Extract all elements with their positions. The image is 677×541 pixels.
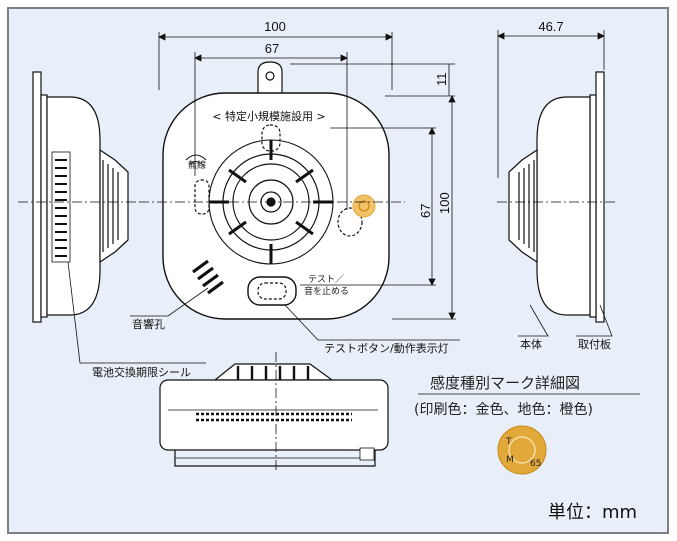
- front-view: [162, 61, 390, 320]
- right-side-view: [497, 71, 615, 323]
- mount-plate-label: 取付板: [578, 337, 611, 351]
- bottom-view: [159, 352, 389, 470]
- sound-hole-label: 音響孔: [132, 317, 165, 331]
- battery-seal-label: 電池交換期限シール: [92, 365, 191, 379]
- front-sensitivity-mark: [352, 194, 376, 218]
- wireless-label: 無線: [188, 159, 206, 171]
- dim-front-width: 100: [264, 19, 286, 34]
- mark-detail-title: 感度種別マーク詳細図: [430, 374, 580, 392]
- dim-front-inner-width: 67: [265, 41, 279, 56]
- front-dimensions: [139, 32, 456, 320]
- test-stop-label-2: 音を止める: [304, 285, 349, 297]
- test-stop-label-1: テスト／: [308, 274, 344, 285]
- dim-hook-height: 11: [434, 73, 449, 87]
- sensitivity-mark-detail: T M 65: [497, 425, 547, 475]
- body-label: 本体: [520, 337, 542, 351]
- facility-use-label: < 特定小規模施設用 >: [212, 109, 325, 123]
- test-button-label: テストボタン/動作表示灯: [324, 341, 449, 355]
- leader-lines: [67, 261, 613, 364]
- dim-side-depth: 46.7: [538, 19, 563, 34]
- unit-label: 単位：mm: [548, 502, 637, 523]
- side-dimension: [497, 30, 605, 178]
- mark-number: 65: [530, 459, 541, 469]
- dim-front-height: 100: [437, 192, 452, 214]
- mark-detail-subtitle: (印刷色：金色、地色：橙色): [414, 401, 593, 418]
- mark-letter-t: T: [505, 437, 512, 447]
- dim-front-inner-height: 67: [418, 204, 433, 218]
- left-side-view: [18, 71, 140, 323]
- mark-letter-m: M: [506, 455, 514, 465]
